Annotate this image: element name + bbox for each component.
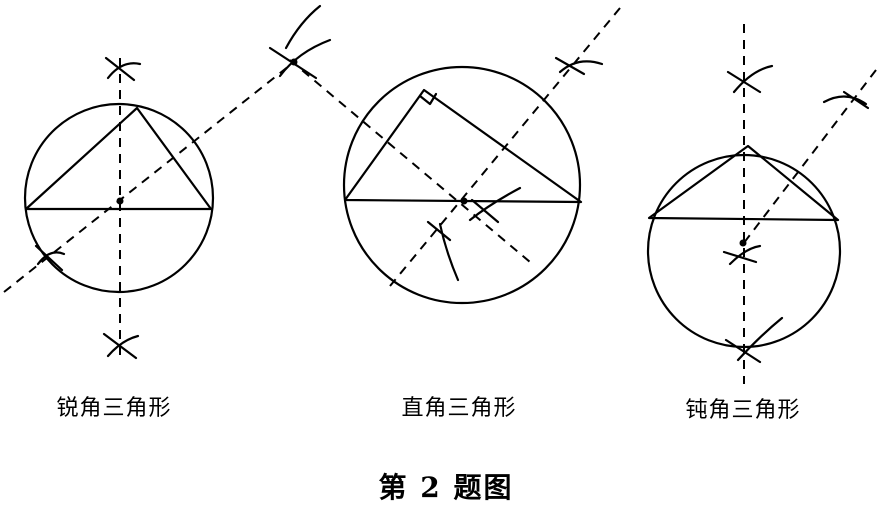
obtuse-arc-mark-top [726,64,774,94]
acute-construction [3,4,332,360]
right-leg-bisector [389,7,621,287]
acute-perpendicular-bisector-diagonal [3,61,295,293]
acute-triangle [24,106,213,211]
right-arc-mark-lower [426,220,460,282]
obtuse-arc-mark-center [722,244,762,266]
obtuse-circumcenter [739,239,747,247]
acute-arc-mark-lower-left [34,244,66,272]
obtuse-perpendicular-bisector-diagonal [739,69,877,249]
acute-arc-mark-top [104,56,142,82]
right-label: 直角三角形 [401,396,517,421]
right-hypotenuse-bisector-diagonal [289,59,531,263]
obtuse-arc-mark-upper-right [822,90,870,110]
right-triangle [343,88,583,204]
acute-label: 锐角三角形 [56,396,172,421]
obtuse-construction [646,24,877,384]
right-angle-mark [418,92,438,106]
obtuse-arc-mark-bottom [724,316,784,364]
right-circumcircle [342,65,582,305]
right-circumcenter [460,197,468,205]
figure-caption: 第 2 题图 [378,471,514,504]
right-arc-mark-upper [554,56,604,76]
right-construction [289,7,621,305]
acute-circumcenter [116,197,124,205]
acute-circumcircle [23,102,215,294]
acute-arc-mark-bottom [102,332,140,360]
obtuse-label: 钝角三角形 [685,398,801,423]
intersection-arc-mark [268,4,332,80]
right-arc-mark-center [468,186,522,224]
